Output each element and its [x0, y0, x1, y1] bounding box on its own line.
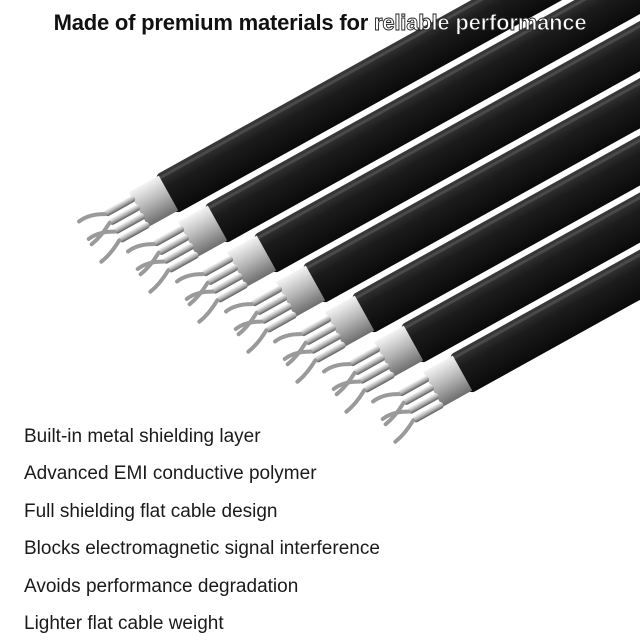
cable-wire-end — [175, 272, 205, 284]
feature-item-5: Avoids performance degradation — [24, 575, 299, 597]
cable-wire-end — [99, 238, 122, 264]
cable-jacket-highlight — [404, 29, 640, 330]
cable-wire — [304, 324, 336, 345]
cable-jacket — [254, 0, 640, 273]
cable-jacket — [205, 0, 640, 243]
cable-wire — [398, 375, 430, 397]
feature-item-2: Advanced EMI conductive polymer — [24, 463, 317, 485]
cable-wire-end — [148, 268, 171, 294]
cable-1 — [77, 0, 640, 264]
cable-wire-end — [380, 409, 411, 421]
cable-wire — [104, 195, 136, 217]
cable-wire — [402, 384, 434, 405]
page-title: Made of premium materials for reliable p… — [0, 10, 640, 36]
cable-wire — [353, 354, 385, 375]
cable-3 — [175, 0, 640, 324]
cable-jacket-highlight — [159, 0, 640, 180]
cable-wire — [167, 251, 199, 273]
cable-wire-end — [126, 242, 156, 254]
cable-jacket-highlight — [257, 0, 640, 240]
feature-item-4: Blocks electromagnetic signal interferen… — [24, 538, 380, 560]
feature-item-3: Full shielding flat cable design — [24, 500, 278, 522]
cable-wire — [162, 243, 194, 264]
cable-wire — [157, 234, 189, 255]
cable-wire — [349, 345, 381, 367]
cable-wire — [363, 371, 395, 393]
feature-item-1: Built-in metal shielding layer — [24, 426, 261, 447]
cable-wire — [260, 303, 292, 324]
cable-jacket — [401, 27, 640, 363]
cable-wire — [153, 225, 185, 247]
cable-wire-end — [246, 328, 269, 354]
cable-4 — [224, 0, 640, 354]
cable-wire — [118, 221, 150, 243]
cable-5 — [273, 0, 640, 384]
cable-jacket — [450, 57, 640, 393]
cable-wire — [265, 311, 297, 333]
cable-6 — [322, 27, 640, 414]
cable-wire — [216, 281, 248, 303]
cable-wire — [211, 273, 243, 294]
cable-jacket — [303, 0, 640, 303]
page-title-tail: reliable performance — [373, 10, 588, 36]
cable-jacket-highlight — [355, 0, 640, 300]
cable-wire — [206, 264, 238, 285]
cable-wire-end — [371, 392, 401, 404]
cable-wire — [309, 333, 341, 354]
cable-wire — [113, 213, 145, 234]
cable-wire-end — [322, 362, 352, 374]
cable-jacket — [156, 0, 640, 213]
page-title-lead: Made of premium materials for — [53, 10, 374, 35]
cable-wire-end — [344, 388, 367, 414]
cable-wire — [314, 341, 346, 363]
cable-wire-end — [197, 298, 220, 324]
cable-jacket — [352, 0, 640, 333]
cable-wire — [108, 204, 140, 225]
cable-7 — [371, 57, 640, 444]
feature-item-6: Lighter flat cable weight — [24, 612, 224, 634]
cable-wire — [407, 393, 439, 414]
cable-2 — [126, 0, 640, 294]
cable-wire-end — [184, 289, 215, 301]
cable-wire — [202, 255, 234, 277]
cable-jacket-highlight — [453, 59, 640, 360]
cable-wire — [412, 401, 444, 423]
cable-wire-end — [273, 332, 303, 344]
cable-wire-end — [86, 229, 117, 241]
cable-wire-end — [77, 212, 107, 224]
cable-wire-end — [224, 302, 254, 314]
cable-wire — [358, 363, 390, 384]
feature-list: Built-in metal shielding layer Advanced … — [24, 418, 624, 642]
cable-jacket-highlight — [306, 0, 640, 270]
cable-wire-end — [135, 259, 166, 271]
cable-wire-end — [233, 319, 264, 331]
cable-wire-end — [295, 358, 318, 384]
cable-wire-end — [282, 349, 313, 361]
cable-wire — [251, 285, 283, 307]
cable-wire — [255, 294, 287, 315]
cable-wire-end — [393, 418, 416, 444]
cable-jacket-highlight — [208, 0, 640, 210]
cable-wire-end — [331, 379, 362, 391]
cable-wire — [300, 315, 332, 337]
